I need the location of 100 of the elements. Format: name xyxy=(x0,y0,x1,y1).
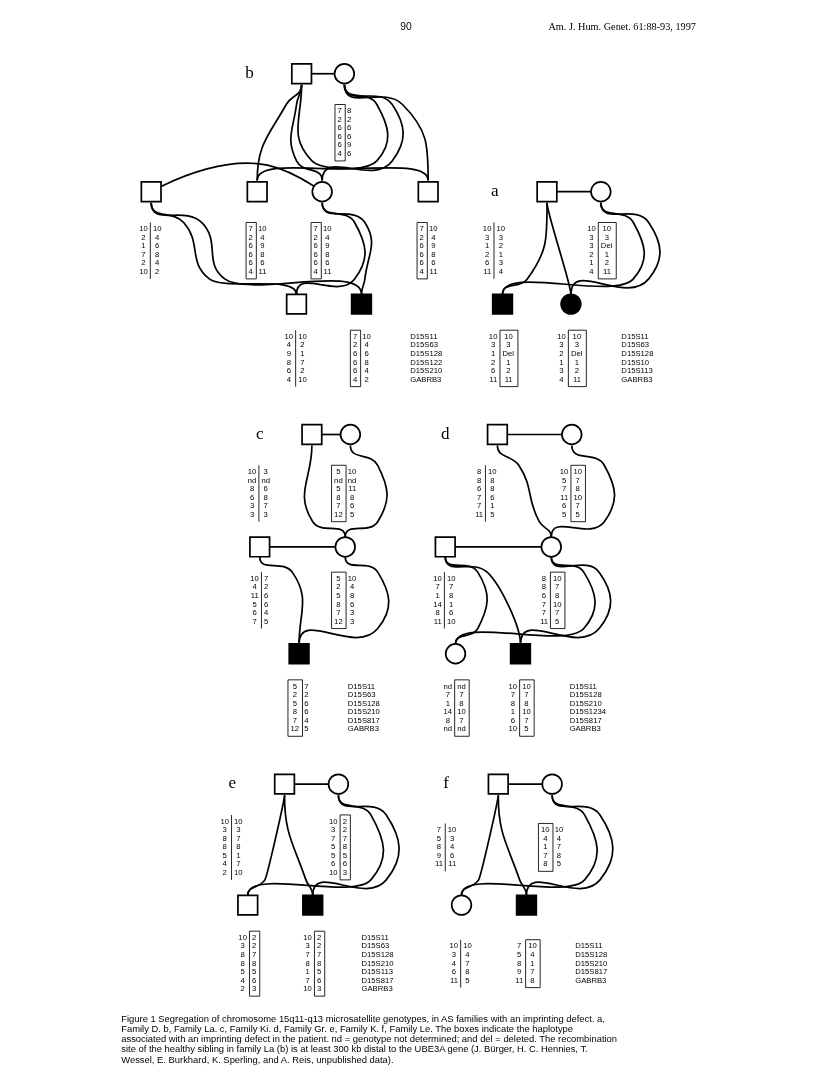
connector xyxy=(246,794,384,897)
node-label: 10 2 1 7 2 10 xyxy=(138,224,148,276)
connector xyxy=(320,201,372,296)
node-label: 10 3 2 1 3 4 xyxy=(496,224,505,276)
connector xyxy=(549,444,615,538)
node-label: 10 4 9 8 6 11 xyxy=(257,224,267,276)
connector xyxy=(505,433,563,436)
node-label: 10 4 8 6 3 3 xyxy=(347,573,356,626)
node-box xyxy=(416,181,439,203)
node-label: 10 4 9 8 6 11 xyxy=(428,224,438,276)
node-box xyxy=(301,894,323,916)
node-label: 10 3 3 2 1 4 xyxy=(586,224,596,276)
node-circle xyxy=(339,423,361,446)
node-circle xyxy=(560,423,582,446)
connector xyxy=(519,555,611,645)
connector xyxy=(496,444,552,538)
connector xyxy=(293,783,329,785)
node-label: 7 5 8 9 11 xyxy=(434,825,443,869)
label: D15S11 D15S63 D15S128 D15S122 D15S210 GABRB3 xyxy=(409,331,442,384)
node-box xyxy=(487,773,509,795)
node-circle xyxy=(444,643,466,665)
label: D15S11 D15S63 D15S128 D15S10 D15S113 GABRB3 xyxy=(620,331,653,384)
node-label: 10 nd 11 8 6 5 xyxy=(347,466,356,519)
node-box xyxy=(509,643,531,665)
label: b xyxy=(244,63,254,83)
node-circle xyxy=(333,63,355,85)
connector xyxy=(310,72,335,75)
node-label: 10 7 8 10 7 5 xyxy=(552,573,562,626)
node-label: 8 8 6 7 7 11 xyxy=(539,573,548,626)
node-label: 5 nd 5 8 7 12 xyxy=(333,466,343,519)
node-label: 10 3 1 2 6 11 xyxy=(482,224,491,276)
node-label: 10 3 7 5 5 6 10 xyxy=(328,816,338,877)
label: D15S11 D15S128 D15S210 D15S817 GABRB3 xyxy=(574,941,607,985)
node-box xyxy=(491,293,513,315)
label: f xyxy=(442,773,449,793)
label: e xyxy=(228,773,236,793)
node-label: 5 2 5 8 7 12 xyxy=(290,681,299,734)
connector xyxy=(555,190,592,193)
node-circle xyxy=(310,181,333,203)
node-label: 10 3 8 8 5 4 2 xyxy=(219,816,229,877)
node-circle xyxy=(559,293,582,315)
node-box xyxy=(535,181,558,203)
node-label: 10 3 1 2 6 11 xyxy=(488,331,497,384)
node-box xyxy=(515,894,537,916)
node-box xyxy=(290,63,312,85)
node-label: 10 7 8 10 7 5 xyxy=(572,466,582,519)
node-circle xyxy=(450,894,472,916)
node-label: 10 2 1 7 2 10 xyxy=(297,331,307,384)
connector xyxy=(297,555,390,645)
node-label: 10 8 8 6 1 5 xyxy=(487,466,497,519)
node-label: 7 2 6 6 6 4 xyxy=(248,224,253,276)
connector xyxy=(453,546,542,548)
node-label: 10 3 Del 1 2 11 xyxy=(600,224,612,276)
connector xyxy=(159,162,315,188)
node-label: 10 7 8 10 7 5 xyxy=(521,681,531,734)
node-label: 10 4 9 8 6 11 xyxy=(322,224,332,276)
node-label: 10 3 7 8 1 7 10 xyxy=(233,816,243,877)
node-box xyxy=(287,643,310,665)
connector xyxy=(525,794,614,897)
label: D15S11 D15S63 D15S128 D15S210 D15S817 GABRB3 xyxy=(347,681,380,734)
node-label: nd 7 8 10 7 nd xyxy=(456,681,466,734)
node-label: 8 8 6 7 7 11 xyxy=(474,466,483,519)
node-label: 7 2 6 6 4 5 xyxy=(303,681,308,734)
label: d xyxy=(440,423,450,443)
node-label: 7 2 6 6 4 5 xyxy=(263,573,268,626)
node-label: 5 2 5 8 7 12 xyxy=(333,573,343,626)
node-label: 10 4 1 7 8 xyxy=(527,941,537,985)
node-circle xyxy=(540,773,563,795)
node-box xyxy=(486,423,508,446)
connector xyxy=(255,84,302,182)
connector xyxy=(443,555,521,645)
node-label: 10 3 4 6 11 xyxy=(449,941,458,985)
node-label: 7 2 6 6 6 4 xyxy=(313,224,318,276)
connector xyxy=(149,201,362,296)
node-label: 7 5 8 9 11 xyxy=(514,941,523,985)
node-label: 2 2 7 8 5 6 3 xyxy=(342,816,347,877)
node-label: nd 7 1 14 8 nd xyxy=(443,681,452,734)
connector xyxy=(311,794,400,897)
node-label: 10 3 8 8 5 4 2 xyxy=(237,932,247,994)
connector xyxy=(255,84,389,182)
node-circle xyxy=(540,536,562,558)
connector xyxy=(303,444,346,538)
label: 90 xyxy=(399,21,412,33)
node-label: 10 nd 8 6 3 3 xyxy=(247,466,256,519)
node-label: 10 7 8 1 6 10 xyxy=(508,681,517,734)
node-label: 10 3 Del 1 2 11 xyxy=(502,331,514,384)
node-label: 7 2 6 6 6 4 xyxy=(352,331,357,384)
node-label: 10 4 7 8 5 xyxy=(554,825,563,869)
label: D15S11 D15S63 D15S128 D15S210 D15S113 D15S817 GABRB3 xyxy=(360,932,394,994)
node-label: 10 7 8 1 6 10 xyxy=(446,573,456,626)
node-box xyxy=(350,293,372,315)
node-box xyxy=(300,423,323,446)
node-label: 10 3 7 8 1 7 10 xyxy=(302,932,312,994)
label: c xyxy=(255,423,264,443)
node-label: 10 3 2 1 3 4 xyxy=(556,331,566,384)
node-box xyxy=(285,293,307,315)
connector xyxy=(569,201,661,296)
node-box xyxy=(246,181,268,203)
caption: Figure 1 Segregation of chromosome 15q11-q13 microsatellite genotypes, in AS families with an imprinting defect. a, Family D. b, Family La. c, Family Ki. d, Family Gr. e, Family K. f, Family Le. The boxes indicate the haplotype associated with an imprinting defect in the patient. nd = genotype not determined; and del = deleted. The recombination site of the healthy sibling in family La (b) is at least 300 kb distal to the UBE3A gene (J. Bürger, H. C. Hennies, T. Wessel, E. Burkhard, K. Sperling, and A. Reis, unpublished data). xyxy=(120,1012,617,1065)
node-label: 10 7 1 14 8 11 xyxy=(432,573,442,626)
